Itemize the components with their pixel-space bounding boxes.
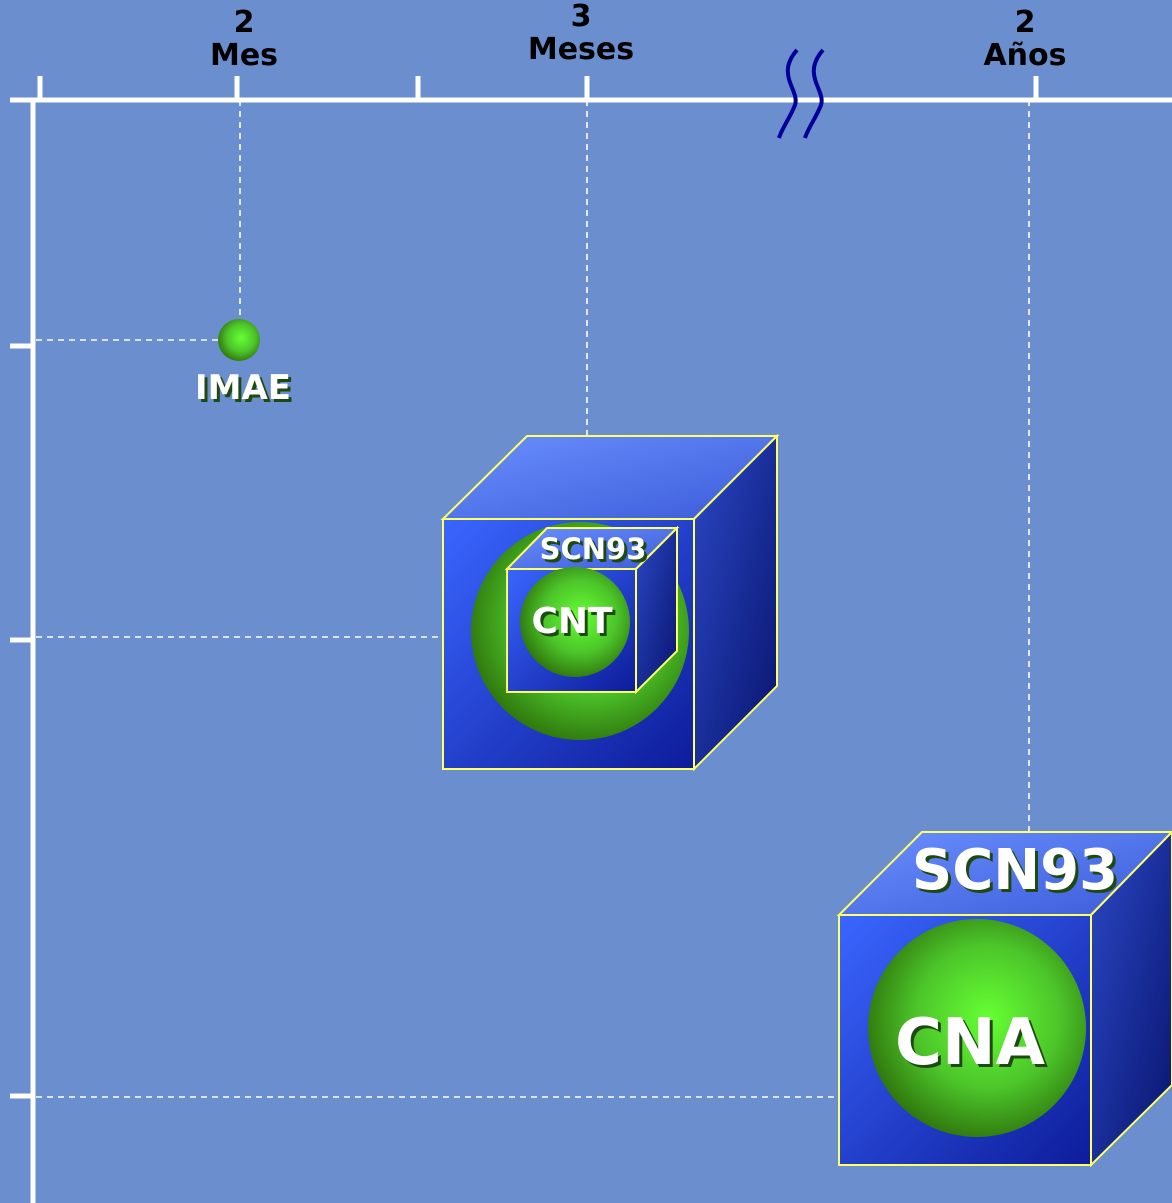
tick-number: 2 bbox=[1014, 5, 1036, 40]
tick-unit: Años bbox=[983, 38, 1067, 73]
sphere-large bbox=[868, 919, 1086, 1137]
tick-label-3-meses: 3 Meses bbox=[511, 0, 651, 66]
tick-number: 2 bbox=[233, 5, 255, 40]
small-cube-outer-label: SCN93 bbox=[539, 532, 647, 566]
cube-large bbox=[836, 830, 1172, 1168]
imae-label: IMAE bbox=[194, 368, 292, 408]
small-cube-inner-label: CNT bbox=[531, 601, 613, 642]
imae-sphere bbox=[218, 319, 260, 361]
tick-unit: Mes bbox=[209, 38, 279, 73]
tick-label-2-anos: 2 Años bbox=[955, 6, 1095, 72]
cube-small bbox=[504, 525, 680, 695]
tick-unit: Meses bbox=[527, 32, 635, 67]
large-cube-outer-label: SCN93 bbox=[911, 838, 1119, 903]
axis-break-icon bbox=[777, 48, 825, 139]
sphere-small bbox=[520, 567, 630, 677]
axes bbox=[10, 76, 1172, 1203]
tick-number: 3 bbox=[570, 0, 592, 34]
large-cube-inner-label: CNA bbox=[894, 1006, 1046, 1080]
tick-label-2-mes: 2 Mes bbox=[174, 6, 314, 72]
